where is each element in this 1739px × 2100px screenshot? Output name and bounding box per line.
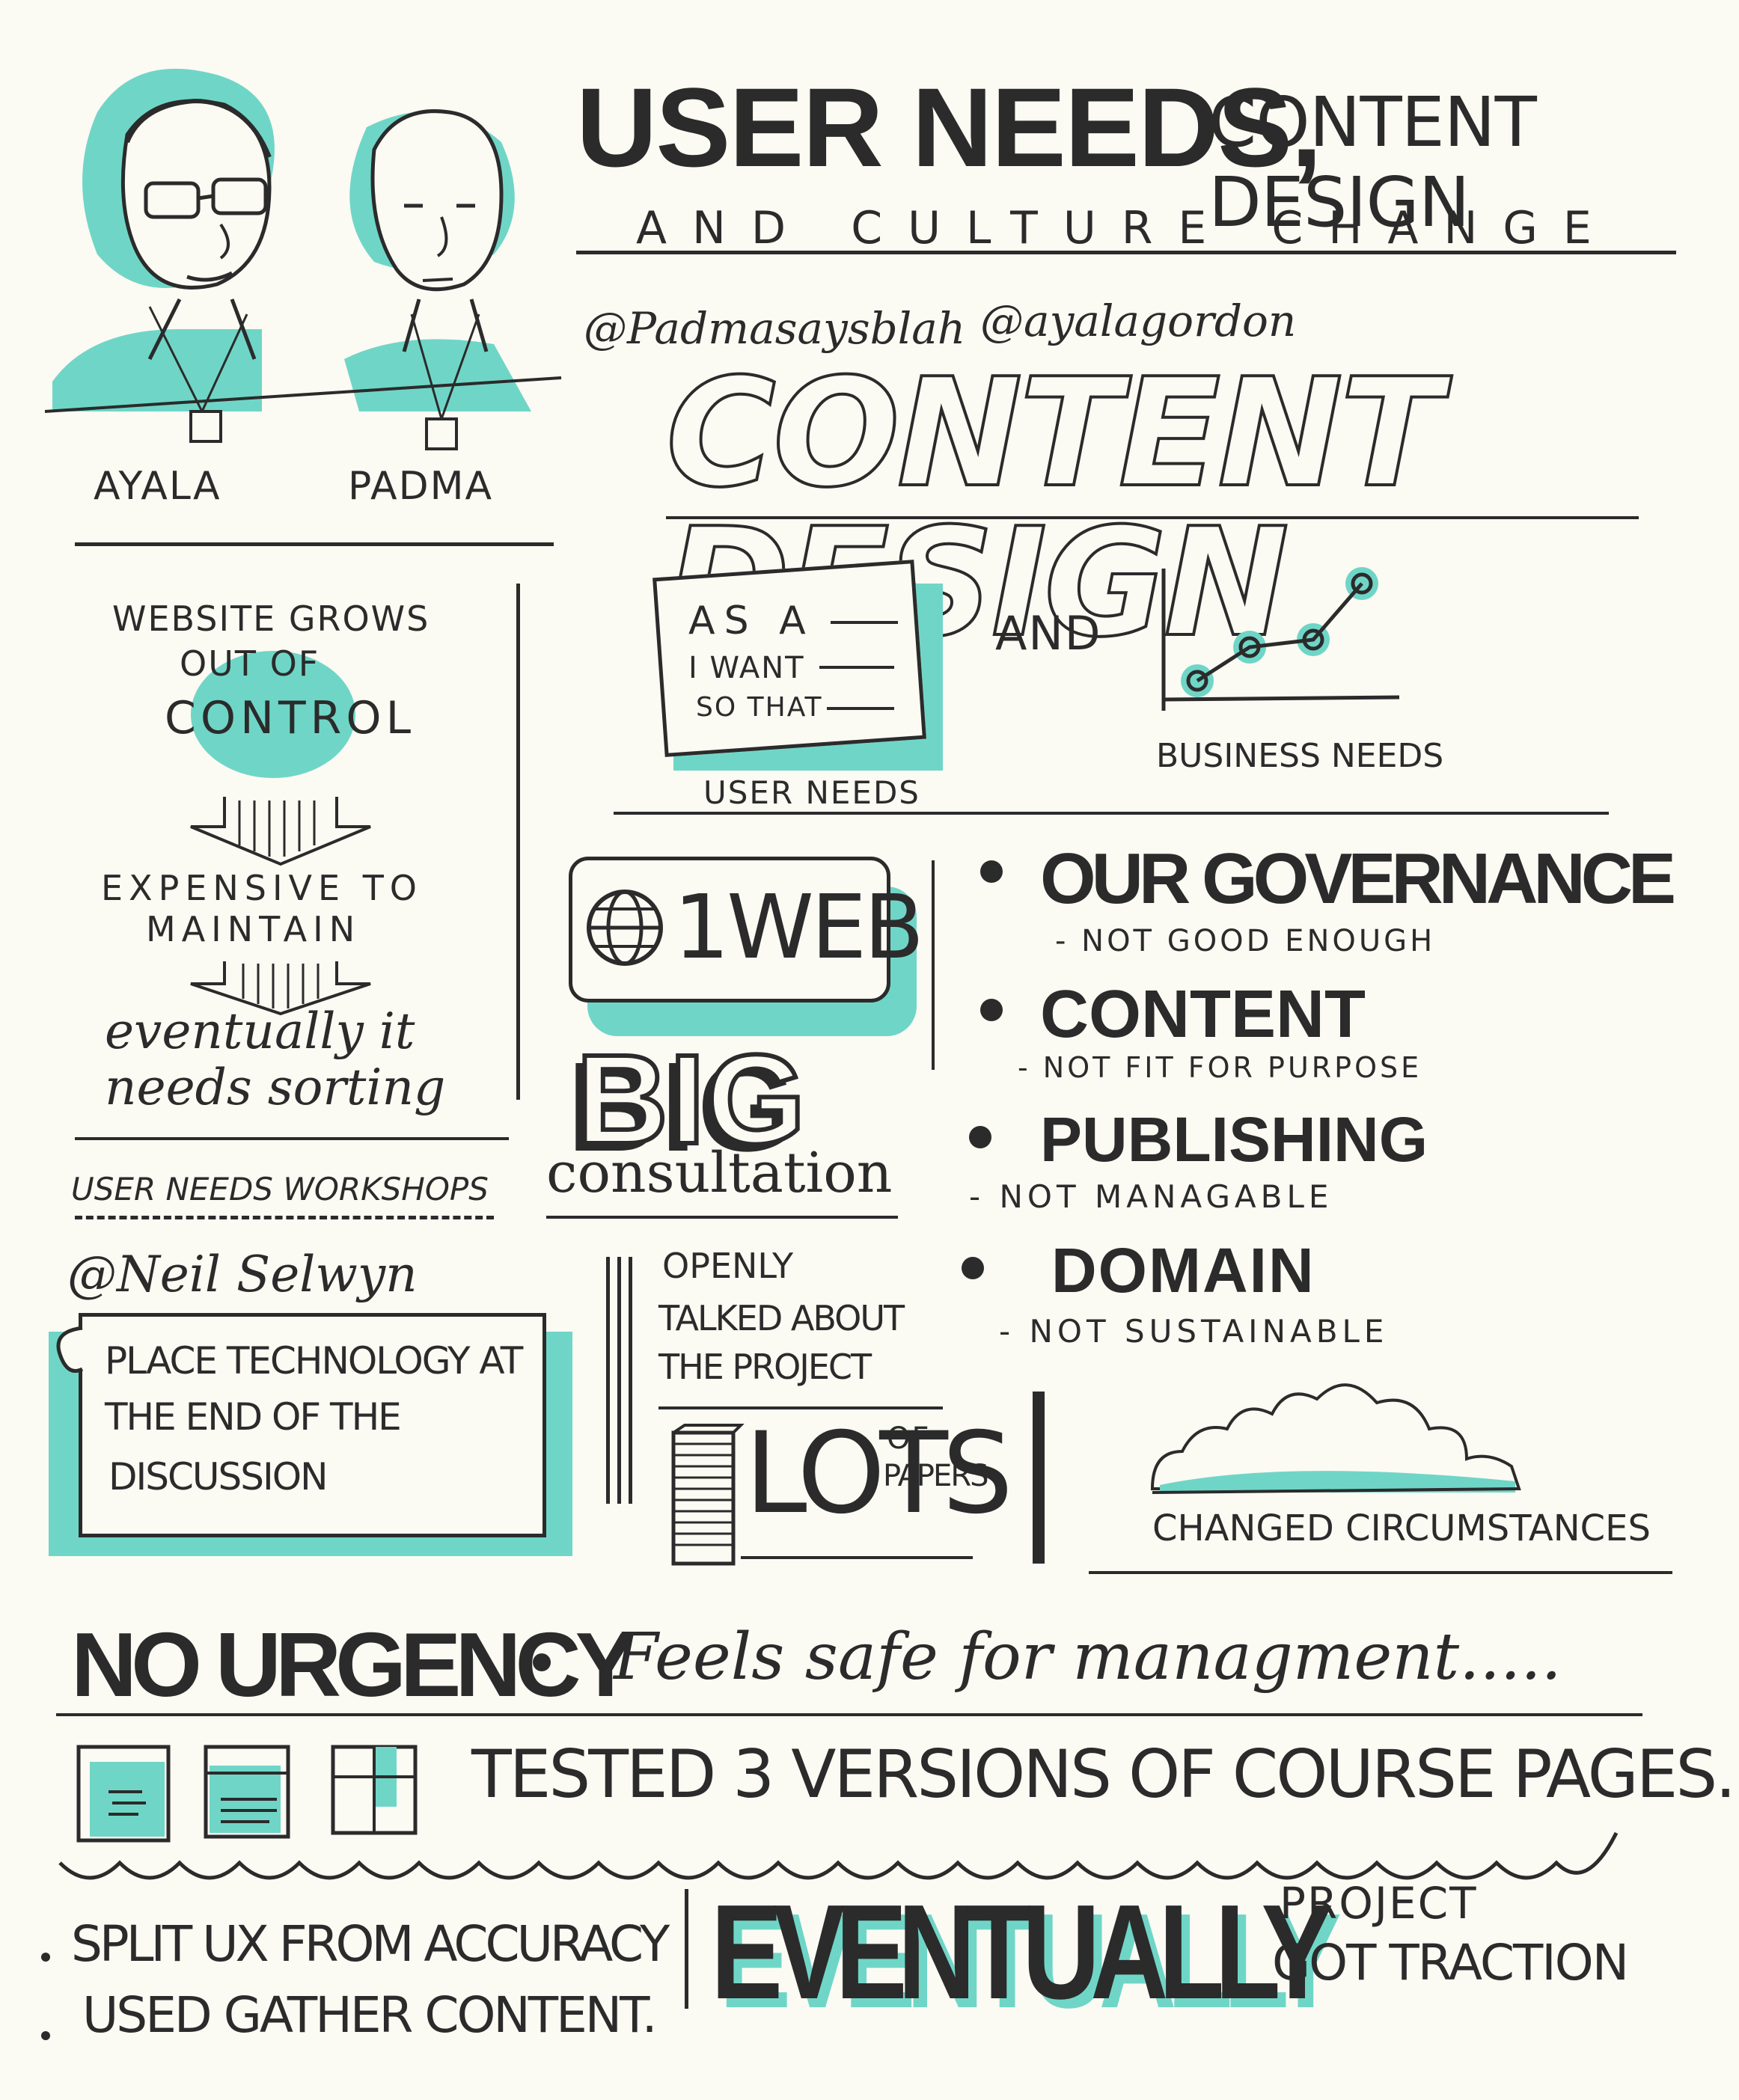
portraits: AYALA PADMA (44, 60, 569, 524)
globe-icon (587, 890, 663, 966)
user-story-line-3: SO THAT (696, 692, 823, 723)
consultation-divider (546, 1216, 898, 1219)
business-needs-label: BUSINESS NEEDS (1156, 737, 1444, 775)
issue-bullet-4 (962, 1257, 984, 1279)
of-papers-line-2: PAPERS (883, 1459, 989, 1493)
openly-line-1: OPENLY (662, 1246, 794, 1286)
business-growth-chart (1161, 567, 1400, 711)
and-label: AND (995, 606, 1102, 661)
needs-divider (614, 812, 1609, 815)
user-story-line-2: I WANT (688, 651, 805, 685)
page-title-light: CONTENT DESIGN (1208, 82, 1537, 242)
circumstances-divider (1089, 1571, 1672, 1574)
website-grows-line-2: OUT OF (180, 643, 320, 684)
workshops-divider (75, 1137, 509, 1140)
paper-stack-icon (671, 1424, 745, 1566)
lots-label: LOTS (745, 1409, 1013, 1539)
person-name-padma: PADMA (348, 464, 494, 509)
of-papers-line-1: OF (887, 1421, 931, 1456)
lots-divider (741, 1556, 973, 1559)
middle-vertical-divider (932, 860, 935, 1070)
eventually-sorting-line-2: needs sorting (105, 1059, 446, 1116)
control-teal-blob (191, 651, 355, 778)
speech-tail-icon (56, 1326, 84, 1373)
down-arrow-small-icon (190, 961, 371, 1016)
consultation-label: consultation (546, 1141, 893, 1205)
user-story-line-1: AS A (688, 599, 815, 643)
footer-bullet-2-text: USED GATHER CONTENT. (82, 1986, 658, 2044)
footer-vertical-divider (685, 1889, 688, 2009)
expensive-line-2: MAINTAIN (146, 909, 361, 949)
openly-divider (658, 1406, 943, 1409)
project-traction-line-2: GOT TRACTION (1272, 1934, 1629, 1992)
lots-thick-bar (1033, 1392, 1045, 1564)
expensive-line-1: EXPENSIVE TO (101, 868, 424, 908)
urgency-bullet (533, 1653, 551, 1671)
project-traction-line-1: PROJECT (1280, 1878, 1478, 1929)
tested-versions-label: TESTED 3 VERSIONS OF COURSE PAGES. (471, 1736, 1736, 1813)
urgency-divider (56, 1713, 1642, 1716)
one-web-box: 1WEB (569, 857, 924, 1036)
openly-line-2: TALKED ABOUT (658, 1298, 905, 1338)
issue-bullet-3 (969, 1126, 991, 1148)
openly-line-3: THE PROJECT (658, 1347, 872, 1387)
website-grows-line-1: WEBSITE GROWS (112, 599, 430, 639)
cloud-icon (1150, 1383, 1521, 1494)
page-title-bold: USER NEEDS, (576, 64, 1322, 190)
issue-title-domain: DOMAIN (1051, 1235, 1315, 1305)
quote-line-2: THE END OF THE (105, 1395, 402, 1439)
issue-note-publishing: - NOT MANAGABLE (969, 1178, 1333, 1215)
footer-bullet-1 (41, 1953, 50, 1962)
content-design-divider (666, 516, 1639, 519)
footer-bullet-1-text: SPLIT UX FROM ACCURACY (71, 1915, 670, 1973)
person-name-ayala: AYALA (94, 464, 221, 509)
eventually-title: EVENTUALLY (711, 1877, 1333, 2027)
portrait-drawing (44, 68, 562, 450)
triple-bars (606, 1257, 636, 1504)
neil-handle: @Neil Selwyn (67, 1246, 418, 1303)
issue-title-publishing: PUBLISHING (1040, 1104, 1428, 1175)
issue-title-governance: OUR GOVERNANCE (1040, 839, 1676, 919)
quote-box: PLACE TECHNOLOGY AT THE END OF THE DISCU… (49, 1309, 576, 1556)
handle-ayala: @ayalagordon (980, 296, 1297, 346)
left-top-divider (75, 542, 554, 546)
no-urgency-note: Feels safe for managment..... (614, 1620, 1562, 1695)
one-web-label: 1WEB (673, 875, 924, 979)
quote-line-1: PLACE TECHNOLOGY AT (105, 1339, 523, 1383)
user-needs-label: USER NEEDS (703, 774, 920, 811)
issue-bullet-2 (980, 999, 1003, 1021)
down-arrow-icon (190, 797, 371, 866)
issue-bullet-1 (980, 860, 1003, 883)
issue-note-governance: - NOT GOOD ENOUGH (1055, 924, 1436, 958)
issue-title-content: CONTENT (1040, 977, 1366, 1052)
wave-divider (58, 1831, 1619, 1880)
footer-bullet-2 (41, 2031, 50, 2040)
changed-circumstances-label: CHANGED CIRCUMSTANCES (1152, 1507, 1651, 1549)
issue-note-content: - NOT FIT FOR PURPOSE (1018, 1051, 1422, 1084)
user-story-card: AS A I WANT SO THAT (652, 560, 943, 771)
issue-note-domain: - NOT SUSTAINABLE (999, 1313, 1389, 1350)
eventually-sorting-line-1: eventually it (105, 1002, 415, 1060)
website-grows-line-3: CONTROL (165, 692, 415, 744)
page-version-icons (76, 1745, 418, 1843)
left-column-vertical (516, 584, 520, 1100)
big-label: BIG (574, 1029, 807, 1171)
header-divider (576, 251, 1676, 254)
page-subtitle: AND CULTURE CHANGE (636, 202, 1617, 254)
workshops-dashed-line (75, 1216, 494, 1219)
user-needs-workshops: USER NEEDS WORKSHOPS (71, 1171, 489, 1207)
handle-padma: @Padmasaysblah (584, 303, 966, 354)
quote-line-3: DISCUSSION (109, 1455, 328, 1499)
